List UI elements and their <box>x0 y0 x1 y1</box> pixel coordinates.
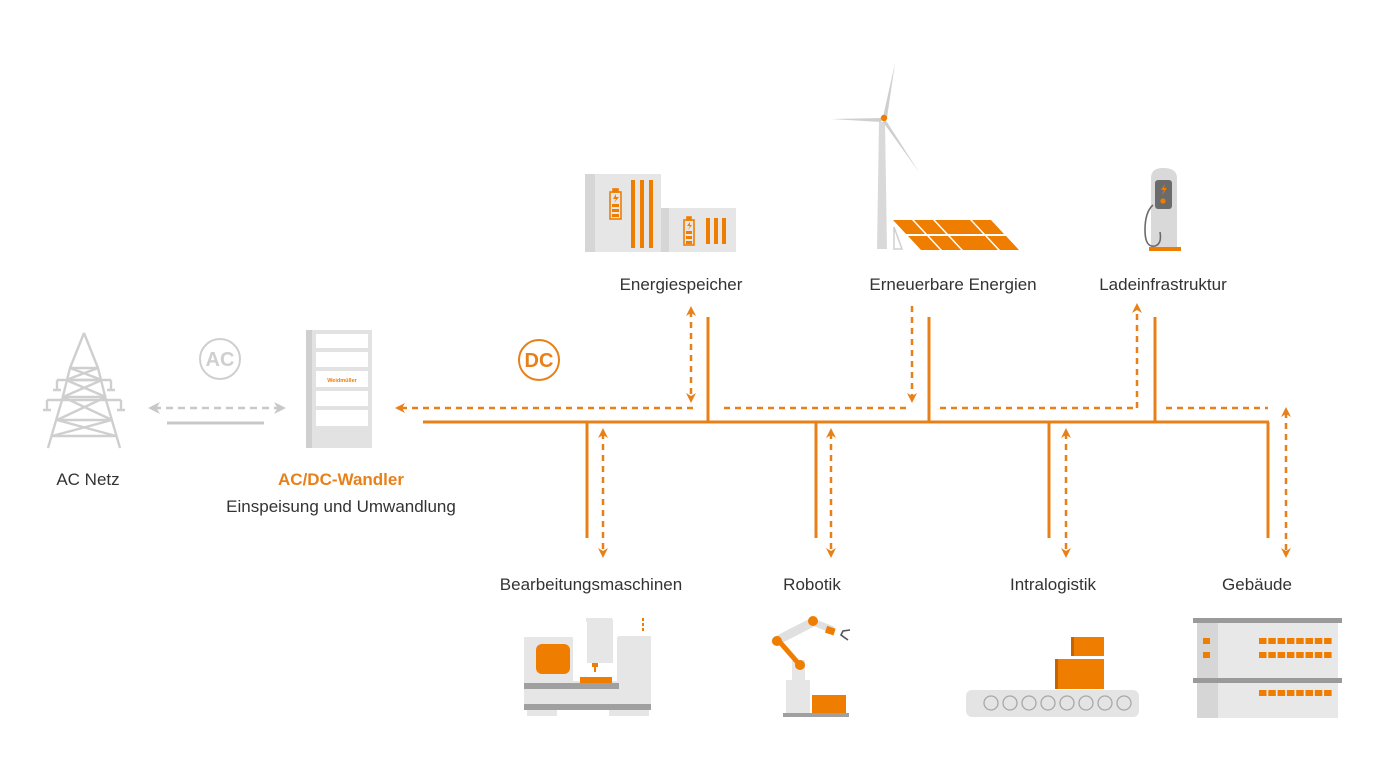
buildings-label: Gebäude <box>1222 575 1292 594</box>
converter-cabinet-icon: Weidmüller <box>306 330 372 448</box>
building-window <box>1305 690 1313 696</box>
intralogistics-label: Intralogistik <box>1010 575 1096 594</box>
building-window <box>1305 652 1313 658</box>
wind-solar-icon <box>831 63 1019 250</box>
machines-label: Bearbeitungsmaschinen <box>500 575 682 594</box>
building-window <box>1268 652 1276 658</box>
building-window <box>1314 652 1323 658</box>
brand-logo: Weidmüller <box>327 378 357 384</box>
building-window <box>1259 638 1267 644</box>
building-window <box>1324 652 1332 658</box>
charging-label: Ladeinfrastruktur <box>1099 275 1227 294</box>
renewables-label: Erneuerbare Energien <box>869 275 1036 294</box>
power-pylon-icon <box>43 332 125 449</box>
building-window <box>1259 690 1267 696</box>
dc-bus <box>423 317 1270 538</box>
ac-badge-text: AC <box>206 349 235 371</box>
converter-title: AC/DC-Wandler <box>278 470 404 489</box>
building-window <box>1277 652 1286 658</box>
dc-badge-text: DC <box>525 350 554 372</box>
building-window <box>1296 690 1304 696</box>
dc-badge: DC <box>518 339 560 381</box>
machine-tool-icon <box>524 618 651 716</box>
building-window <box>1314 690 1323 696</box>
building-window <box>1314 638 1323 644</box>
converter-subtitle: Einspeisung und Umwandlung <box>226 497 456 516</box>
building-window <box>1259 652 1267 658</box>
energy-storage-label: Energiespeicher <box>620 275 743 294</box>
building-window <box>1324 690 1332 696</box>
building-window <box>1268 690 1276 696</box>
ac-badge: AC <box>199 338 241 380</box>
building-window <box>1286 638 1295 644</box>
building-window <box>1324 638 1332 644</box>
building-window <box>1268 638 1276 644</box>
building-window <box>1286 690 1295 696</box>
building-icon <box>1193 618 1342 718</box>
building-window <box>1305 638 1313 644</box>
conveyor-icon <box>966 637 1139 717</box>
building-window <box>1296 638 1304 644</box>
building-window <box>1296 652 1304 658</box>
building-window <box>1277 690 1286 696</box>
building-window <box>1286 652 1295 658</box>
ac-grid-label: AC Netz <box>56 470 119 489</box>
ev-charger-icon <box>1144 168 1181 251</box>
robotics-label: Robotik <box>783 575 841 594</box>
battery-storage-icon <box>585 174 736 252</box>
robot-arm-icon <box>771 616 851 717</box>
building-window <box>1277 638 1286 644</box>
